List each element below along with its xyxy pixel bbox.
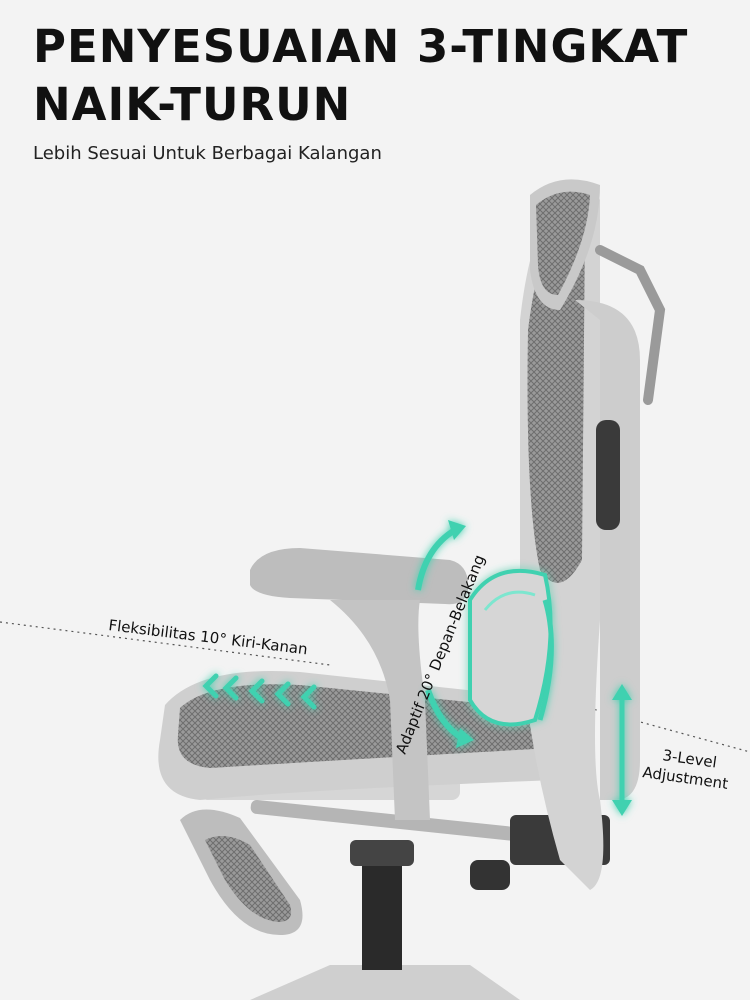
double-arrow-vertical-icon [612,684,632,816]
curved-arrow-up-icon [415,520,466,591]
height-label-line-2: Adjustment [641,763,729,793]
headline-line-1: PENYESUAIAN 3-TINGKAT [33,20,689,73]
reference-line-left [0,621,331,666]
footrest [180,809,303,935]
flex-label: Fleksibilitas 10° Kiri-Kanan [108,616,309,658]
chevron-arrows-icon [202,673,317,710]
headrest [530,179,666,405]
armrest [250,548,469,820]
headline: PENYESUAIAN 3-TINGKAT NAIK-TURUN [33,18,688,134]
chair-base [250,840,520,1000]
lumbar-support [468,568,554,727]
subheadline: Lebih Sesuai Untuk Berbagai Kalangan [33,143,382,164]
curved-arrow-down-icon [425,689,474,748]
headline-line-2: NAIK-TURUN [33,78,352,131]
